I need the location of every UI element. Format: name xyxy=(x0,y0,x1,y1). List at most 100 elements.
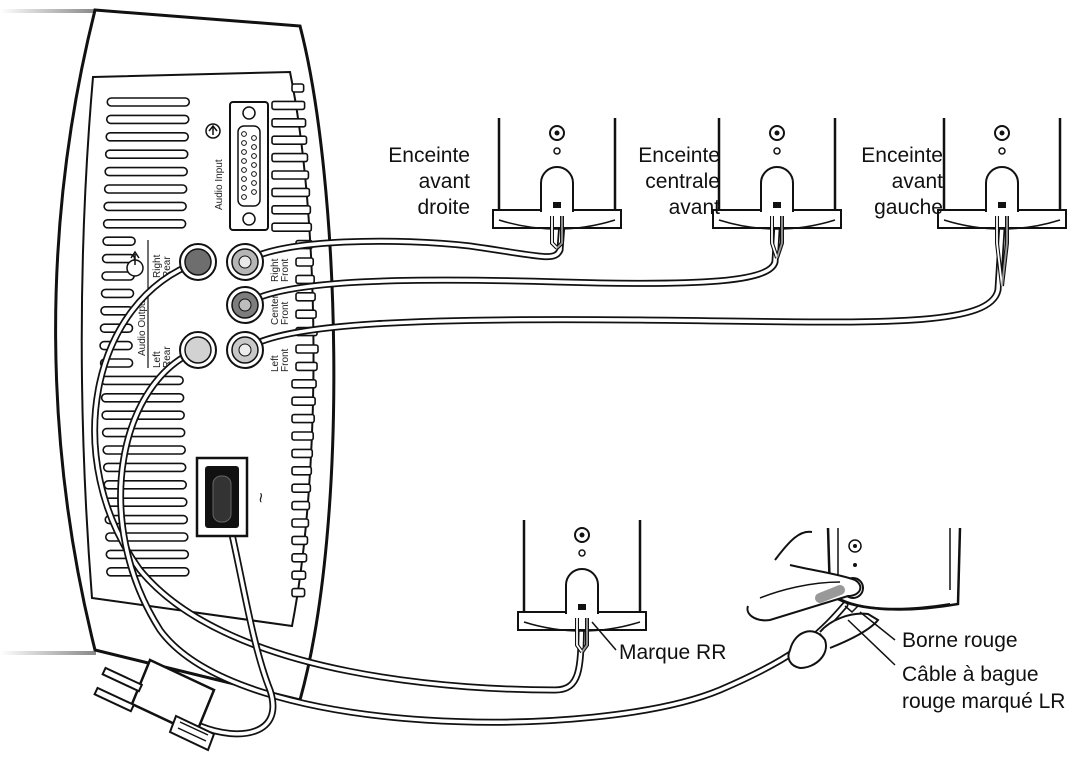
cable-left-front xyxy=(241,206,1007,354)
audio-output-label: Audio Output xyxy=(137,297,148,356)
vent-slots-left xyxy=(99,97,191,577)
power-plug xyxy=(93,658,216,752)
jack-center-front xyxy=(226,286,264,324)
vent-slot xyxy=(291,552,308,563)
vent-slot xyxy=(271,152,309,163)
vent-slot xyxy=(271,118,307,128)
db-pin xyxy=(241,185,247,191)
vent-slot xyxy=(103,184,188,194)
jack-label-right-front-1: Right xyxy=(270,258,281,282)
jack-left-front xyxy=(226,331,264,369)
speaker-label-center-front-1: Enceinte xyxy=(638,144,720,167)
vent-slot xyxy=(295,291,316,302)
vent-slot xyxy=(101,427,186,438)
db-pin xyxy=(251,153,257,159)
vent-slot xyxy=(100,375,184,386)
jack-label-left-front-2: Front xyxy=(280,348,291,372)
jack-label-right-front-2: Front xyxy=(280,258,291,282)
callout-lr-cable-1: Câble à bague xyxy=(902,663,1039,686)
speaker-base xyxy=(937,209,1067,229)
vent-slot xyxy=(291,500,311,511)
speaker-terminal-cup xyxy=(565,568,599,614)
speaker-label-right-front-2: avant xyxy=(419,170,471,193)
cable-center-front xyxy=(241,206,782,309)
speaker-terminal-cup xyxy=(985,166,1019,212)
speaker-terminal-cup xyxy=(540,166,574,212)
vent-slot xyxy=(104,166,188,177)
callout-red-terminal: Borne rouge xyxy=(902,629,1018,652)
jack-label-right-rear-2: Rear xyxy=(162,256,173,278)
vent-slot xyxy=(291,465,313,476)
vent-slot xyxy=(102,462,187,473)
speaker-right-rear xyxy=(517,520,647,654)
jack-right-front xyxy=(226,243,264,281)
cable-left-rear xyxy=(117,346,849,726)
edge-shade-bottom xyxy=(0,651,96,655)
connector-screw-bottom xyxy=(242,212,256,226)
db-pin xyxy=(241,140,247,146)
speaker-left-front xyxy=(937,118,1067,287)
db-pin xyxy=(241,194,247,200)
edge-shade-top xyxy=(0,9,96,13)
cable-right-front xyxy=(241,206,567,266)
connector-screw-top xyxy=(242,106,256,120)
vent-slot xyxy=(105,114,190,125)
callout-lr-cable-2: rouge marqué LR xyxy=(902,690,1065,713)
vent-slot xyxy=(100,288,135,299)
speaker-base xyxy=(517,611,647,631)
db-pin xyxy=(251,180,257,186)
speaker-terminal-cup xyxy=(760,166,794,212)
vent-slot xyxy=(295,309,317,320)
jack-label-center-front-2: Front xyxy=(280,301,291,325)
db-pin xyxy=(241,149,247,155)
vent-slot xyxy=(271,187,311,198)
vent-slot xyxy=(295,361,318,372)
vent-slot xyxy=(104,149,189,159)
speaker-base xyxy=(492,209,622,229)
audio-input-label: Audio Input xyxy=(214,159,225,210)
jack-left-rear xyxy=(179,331,217,369)
speaker-label-center-front-2: centrale xyxy=(645,170,720,193)
jack-label-left-rear-2: Rear xyxy=(162,346,173,368)
vent-slot xyxy=(103,201,187,212)
speaker-right-front xyxy=(492,118,622,250)
db-connector-pins xyxy=(241,131,257,200)
vent-slot xyxy=(291,83,305,93)
jack-label-right-rear-1: Right xyxy=(152,254,163,278)
db-pin xyxy=(251,189,257,195)
db-pin xyxy=(241,131,247,137)
speaker-base xyxy=(712,209,842,229)
vent-slot xyxy=(291,587,306,598)
jack-label-left-rear-1: Left xyxy=(152,351,163,368)
db-pin xyxy=(241,176,247,182)
speaker-label-left-front-1: Enceinte xyxy=(861,144,943,167)
vent-slot xyxy=(291,535,309,546)
hand-illustration xyxy=(746,530,880,670)
callout-line-lr-cable xyxy=(847,619,896,666)
db-pin xyxy=(251,171,257,177)
jack-right-rear xyxy=(179,243,217,281)
speaker-label-right-front-3: droite xyxy=(417,196,470,219)
db-pin xyxy=(241,167,247,173)
vent-slot xyxy=(291,483,312,494)
vent-slot xyxy=(101,410,185,421)
vent-slot xyxy=(291,396,316,407)
speaker-label-left-front-2: avant xyxy=(892,170,944,193)
db-pin xyxy=(251,162,257,168)
vent-slot xyxy=(271,205,312,215)
speaker-left-rear-detail xyxy=(826,527,962,614)
jack-label-left-front-1: Left xyxy=(270,355,281,372)
jack-label-center-front-1: Center xyxy=(270,294,281,325)
speaker-label-center-front-3: avant xyxy=(669,196,721,219)
speaker-label-right-front-1: Enceinte xyxy=(388,144,470,167)
db-pin xyxy=(251,135,257,141)
vent-slot xyxy=(291,431,315,441)
callout-line-red-terminal xyxy=(859,611,896,641)
vent-slot xyxy=(105,549,190,560)
vent-slot xyxy=(271,170,310,180)
vent-slot xyxy=(105,132,190,142)
vent-slot xyxy=(291,448,314,459)
vent-slot xyxy=(295,257,315,267)
